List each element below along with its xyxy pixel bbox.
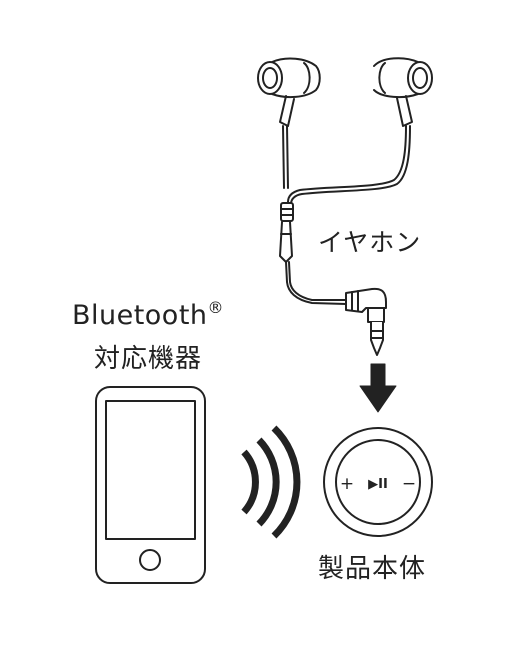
bluetooth-label: Bluetooth® <box>58 298 238 331</box>
earphone-cable <box>279 202 347 305</box>
play-pause-control: ▶II <box>368 477 388 492</box>
down-arrow-icon <box>359 363 397 413</box>
volume-up-control: + <box>340 474 354 494</box>
audio-jack-plug-icon <box>345 287 387 356</box>
bluetooth-signal-waves-icon <box>241 425 301 539</box>
smartphone-icon <box>95 386 206 584</box>
product-body-label: 製品本体 <box>318 554 427 584</box>
registered-mark: ® <box>207 298 225 317</box>
volume-down-control: − <box>402 474 416 494</box>
earphones-label: イヤホン <box>318 228 422 257</box>
bluetooth-device-label: 対応機器 <box>93 344 202 374</box>
product-body-icon: + ▶II − <box>323 427 433 537</box>
right-earbud-icon <box>287 57 433 205</box>
left-earbud-icon <box>257 57 321 189</box>
bluetooth-name: Bluetooth <box>71 300 208 331</box>
